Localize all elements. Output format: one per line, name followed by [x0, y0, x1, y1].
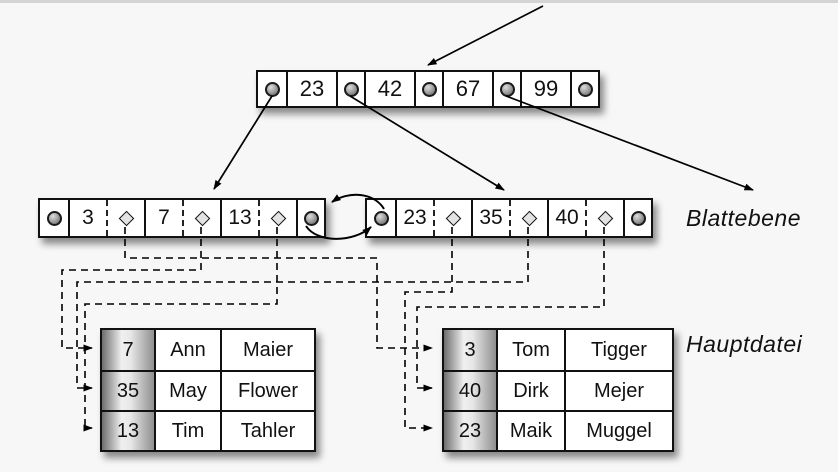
record-pointer-icon [118, 210, 134, 226]
root-key: 99 [533, 76, 559, 101]
main-file-table-right: 3 Tom Tigger 40 Dirk Mejer 23 Maik Mugge… [442, 328, 674, 452]
row-key-cell: 23 [444, 412, 496, 450]
child-pointer-icon [343, 81, 359, 97]
root-key-cell: 42 [364, 72, 414, 106]
main-file-table-left: 7 Ann Maier 35 May Flower 13 Tim Tahler [100, 328, 316, 452]
root-key: 23 [299, 76, 325, 101]
child-pointer-icon [421, 81, 437, 97]
leaf-key-cell: 3 [68, 200, 106, 236]
table-row: 3 Tom Tigger [444, 330, 672, 370]
leaf-pointer-cell [367, 200, 395, 236]
leaf-key-cell: 13 [220, 200, 258, 236]
child-pointer-icon [577, 81, 593, 97]
leaf-node-left: 3 7 13 [38, 198, 326, 238]
sibling-pointer-icon [303, 210, 319, 226]
record-pointer-icon [521, 210, 537, 226]
row-last-cell: Tahler [220, 412, 314, 450]
row-first-cell: May [154, 372, 220, 410]
table-row: 40 Dirk Mejer [444, 370, 672, 410]
row-key-cell: 35 [102, 372, 154, 410]
leaf-record-ref-cell [258, 200, 296, 236]
root-pointer-cell [258, 72, 286, 106]
record-pointer-icon [194, 210, 210, 226]
leaf-record-ref-cell [509, 200, 547, 236]
row-last-cell: Maier [220, 330, 314, 370]
record-pointer-icon [597, 210, 613, 226]
leaf-record-ref-cell [106, 200, 144, 236]
row-last-cell: Flower [220, 372, 314, 410]
root-entry-arrow [427, 5, 544, 66]
child-pointer-icon [499, 81, 515, 97]
sibling-pointer-icon [46, 210, 62, 226]
row-last-cell: Muggel [564, 412, 672, 450]
btree-root-node: 23 42 67 99 [256, 70, 600, 108]
table-row: 23 Maik Muggel [444, 410, 672, 450]
sibling-pointer-icon [630, 210, 646, 226]
leaf-key: 3 [82, 206, 94, 229]
child-pointer-icon [264, 81, 280, 97]
child-pointer-arrow-left-leaf [213, 95, 273, 190]
leaf-level-label: Blattebene [686, 205, 801, 231]
record-pointer-icon [270, 210, 286, 226]
sibling-pointer-icon [373, 210, 389, 226]
leaf-key-cell: 23 [395, 200, 433, 236]
leaf-pointer-cell [296, 200, 324, 236]
root-pointer-cell [570, 72, 598, 106]
leaf-key-cell: 7 [144, 200, 182, 236]
leaf-key: 40 [555, 206, 579, 229]
leaf-key: 35 [479, 206, 503, 229]
row-last-cell: Tigger [564, 330, 672, 370]
root-key-cell: 99 [520, 72, 570, 106]
leaf-key: 7 [158, 206, 170, 229]
child-pointer-arrow-offpage [505, 95, 754, 191]
row-key-cell: 7 [102, 330, 154, 370]
leaf-key-cell: 40 [547, 200, 585, 236]
row-first-cell: Tom [496, 330, 564, 370]
leaf-node-right: 23 35 40 [365, 198, 653, 238]
table-row: 13 Tim Tahler [102, 410, 314, 450]
leaf-key: 23 [403, 206, 427, 229]
row-first-cell: Tim [154, 412, 220, 450]
row-key-cell: 40 [444, 372, 496, 410]
row-key-cell: 3 [444, 330, 496, 370]
root-pointer-cell [336, 72, 364, 106]
row-first-cell: Ann [154, 330, 220, 370]
table-row: 7 Ann Maier [102, 330, 314, 370]
leaf-pointer-cell [40, 200, 68, 236]
leaf-record-ref-cell [433, 200, 471, 236]
table-row: 35 May Flower [102, 370, 314, 410]
root-pointer-cell [492, 72, 520, 106]
row-first-cell: Maik [496, 412, 564, 450]
root-key: 42 [377, 76, 403, 101]
row-last-cell: Mejer [564, 372, 672, 410]
leaf-pointer-cell [623, 200, 651, 236]
record-pointer-icon [445, 210, 461, 226]
root-key-cell: 67 [442, 72, 492, 106]
leaf-key-cell: 35 [471, 200, 509, 236]
row-first-cell: Dirk [496, 372, 564, 410]
leaf-record-ref-cell [585, 200, 623, 236]
main-file-label: Hauptdatei [686, 331, 803, 357]
leaf-record-ref-cell [182, 200, 220, 236]
leaf-key: 13 [228, 206, 252, 229]
slide-bottom-rule [0, 0, 838, 3]
child-pointer-arrow-right-leaf [349, 95, 505, 191]
row-key-cell: 13 [102, 412, 154, 450]
root-pointer-cell [414, 72, 442, 106]
root-key-cell: 23 [286, 72, 336, 106]
root-key: 67 [455, 76, 481, 101]
